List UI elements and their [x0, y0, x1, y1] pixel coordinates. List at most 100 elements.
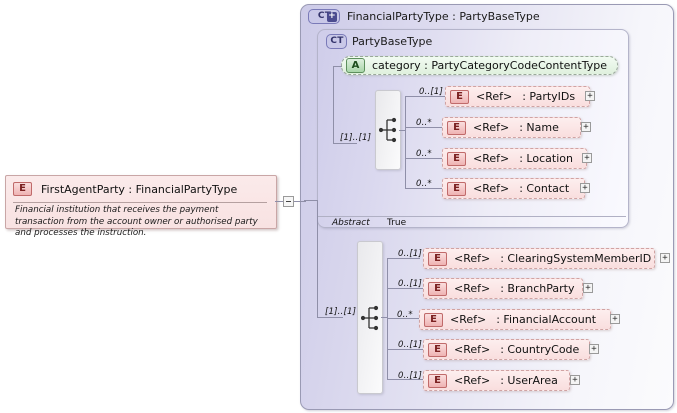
element-ref: <Ref> — [473, 182, 510, 195]
element-badge-icon: E — [428, 281, 447, 296]
cardinality-location: 0..* — [416, 149, 432, 159]
inner-complextype-title: PartyBaseType — [352, 35, 433, 48]
inner-sequence-cardinality: [1]..[1] — [340, 133, 372, 143]
root-connector-right — [294, 201, 306, 202]
outer-seq-stub — [381, 317, 387, 318]
element-ref: <Ref> — [454, 282, 491, 295]
attribute-category[interactable]: A category : PartyCategoryCodeContentTyp… — [341, 56, 618, 75]
element-badge-icon: E — [450, 89, 469, 104]
ct-badge-label: CT — [330, 36, 344, 46]
element-location[interactable]: E <Ref> : Location — [442, 148, 587, 169]
element-clearingsystemmemberid[interactable]: E <Ref> : ClearingSystemMemberID — [423, 248, 655, 269]
plus-icon[interactable]: + — [327, 11, 337, 22]
inner-seq-branch-2 — [405, 127, 442, 128]
element-name: : ClearingSystemMemberID — [500, 252, 652, 265]
expand-partyids-icon[interactable]: + — [585, 91, 595, 101]
element-ref: <Ref> — [454, 252, 491, 265]
cardinality-countrycode: 0..[1] — [398, 340, 423, 350]
element-badge-icon: E — [428, 342, 447, 357]
inner-seq-branch-4 — [405, 188, 442, 189]
element-name: : Contact — [519, 182, 570, 195]
expand-countrycode-icon[interactable]: + — [589, 344, 599, 354]
cardinality-contact: 0..* — [416, 179, 432, 189]
element-badge-icon: E — [447, 120, 466, 135]
attribute-badge-icon: A — [346, 58, 365, 73]
element-ref: <Ref> — [450, 313, 487, 326]
root-element-documentation: Financial institution that receives the … — [15, 205, 258, 239]
abstract-label: Abstract — [332, 218, 370, 228]
element-badge-icon: E — [13, 182, 32, 196]
outer-to-inner-line — [304, 200, 317, 201]
inner-seq-stub — [399, 130, 405, 131]
element-name: : UserArea — [500, 374, 558, 387]
element-badge-icon: E — [447, 151, 466, 166]
inner-sequence-icon[interactable] — [375, 90, 401, 170]
root-element-firstagentparty[interactable]: E FirstAgentParty : FinancialPartyType F… — [5, 175, 277, 238]
element-branchparty[interactable]: E <Ref> : BranchParty — [423, 278, 583, 299]
element-name: : Name — [519, 121, 559, 134]
element-partyids[interactable]: E <Ref> : PartyIDs — [445, 86, 590, 107]
sequence-glyph-icon — [379, 117, 397, 143]
ct-expand-badge[interactable]: CT + — [308, 9, 340, 24]
element-badge-icon: E — [447, 181, 466, 196]
minus-icon[interactable] — [283, 196, 294, 207]
root-element-title: FirstAgentParty : FinancialPartyType — [41, 182, 238, 196]
attribute-label: category : PartyCategoryCodeContentType — [372, 59, 607, 72]
cardinality-financialaccount: 0..* — [397, 310, 413, 320]
element-badge-icon: E — [428, 373, 447, 388]
abstract-row: Abstract True — [318, 216, 626, 230]
ct-badge[interactable]: CT — [326, 34, 347, 49]
sequence-glyph-icon — [361, 305, 379, 330]
outer-branch-sequence — [317, 317, 343, 318]
root-divider — [13, 202, 267, 203]
outer-seq-branch-2 — [387, 288, 424, 289]
inner-branch-sequence — [333, 143, 357, 144]
outer-sequence-cardinality: [1]..[1] — [325, 307, 357, 317]
element-ref: <Ref> — [454, 343, 491, 356]
complextype-title: FinancialPartyType : PartyBaseType — [347, 10, 540, 23]
expand-location-icon[interactable]: + — [582, 153, 592, 163]
inner-branch-attribute — [333, 66, 342, 67]
outer-seq-branch-5 — [387, 379, 424, 380]
expand-name-icon[interactable]: + — [581, 122, 591, 132]
cardinality-userarea: 0..[1] — [398, 371, 423, 381]
expand-contact-icon[interactable]: + — [580, 183, 590, 193]
abstract-value: True — [387, 218, 407, 228]
element-name: : PartyIDs — [522, 90, 576, 103]
element-financialaccount[interactable]: E <Ref> : FinancialAccount — [419, 309, 611, 330]
cardinality-clearingsystemmemberid: 0..[1] — [398, 249, 423, 259]
inner-seq-branch-1 — [405, 96, 445, 97]
element-userarea[interactable]: E <Ref> : UserArea — [423, 370, 570, 391]
root-connector-left — [275, 201, 284, 202]
element-ref: <Ref> — [473, 152, 510, 165]
inner-seq-branch-3 — [405, 158, 442, 159]
outer-sequence-icon[interactable] — [357, 241, 383, 394]
inner-seq-trunk — [405, 96, 406, 188]
element-contact[interactable]: E <Ref> : Contact — [442, 178, 585, 199]
element-name: : FinancialAccount — [496, 313, 597, 326]
inner-tree-trunk — [333, 66, 334, 144]
element-ref: <Ref> — [454, 374, 491, 387]
element-countrycode[interactable]: E <Ref> : CountryCode — [423, 339, 590, 360]
cardinality-partyids: 0..[1] — [419, 87, 444, 97]
expand-financialaccount-icon[interactable]: + — [610, 314, 620, 324]
element-badge-icon: E — [424, 312, 443, 327]
cardinality-branchparty: 0..[1] — [398, 279, 423, 289]
element-name: : Location — [519, 152, 573, 165]
outer-seq-branch-1 — [387, 258, 420, 259]
element-badge-icon: E — [428, 251, 447, 266]
expand-branchparty-icon[interactable]: + — [583, 283, 593, 293]
root-element-header: E FirstAgentParty : FinancialPartyType — [13, 182, 237, 196]
element-name: : CountryCode — [500, 343, 580, 356]
ct-badge-label: CT — [317, 11, 332, 21]
expand-clearingsystemmemberid-icon[interactable]: + — [660, 253, 670, 263]
outer-tree-trunk — [317, 200, 318, 318]
element-name-row[interactable]: E <Ref> : Name — [442, 117, 581, 138]
outer-seq-branch-3 — [387, 318, 419, 319]
element-ref: <Ref> — [476, 90, 513, 103]
element-ref: <Ref> — [473, 121, 510, 134]
outer-seq-branch-4 — [387, 349, 424, 350]
expand-userarea-icon[interactable]: + — [570, 375, 580, 385]
cardinality-name: 0..* — [416, 118, 432, 128]
